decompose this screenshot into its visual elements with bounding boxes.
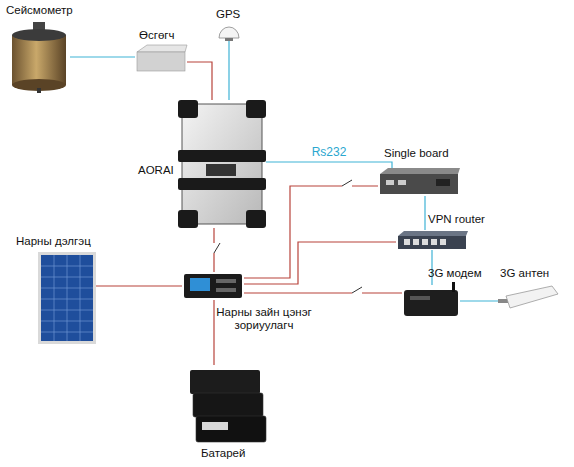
signal-label: Rs232 (312, 145, 347, 159)
digitizer-case (182, 104, 262, 224)
computer-top (380, 168, 460, 174)
port (404, 239, 410, 245)
device-node: 3G модем (402, 285, 460, 319)
seismometer-body (12, 35, 66, 85)
computer-body (380, 174, 458, 194)
wire-connector (70, 56, 135, 57)
device-label: Нарны дэлгэц (16, 235, 91, 248)
corner-bumper (246, 100, 266, 118)
device-label: Сейсмометр (6, 4, 73, 17)
controller-terminal (216, 288, 236, 292)
device-node: 3G антен (498, 286, 558, 316)
port (386, 180, 394, 185)
wire-connector (244, 242, 396, 284)
controller-body (184, 274, 242, 298)
battery-label (202, 422, 228, 430)
seismometer-foot (37, 88, 41, 93)
device-node: Single board (378, 168, 460, 196)
device-node: Нарны зайн цэнэг зориуулагч (182, 272, 244, 300)
case-latch (206, 164, 236, 176)
wire-connector (228, 41, 229, 100)
switch-symbol (214, 243, 220, 253)
panel-cells (41, 255, 93, 341)
device-label: VPN router (428, 213, 485, 226)
device-label: Батарей (201, 447, 245, 460)
device-node: Сейсмометр (8, 22, 70, 92)
amplifier-top (137, 45, 187, 52)
device-node: Батарей (185, 365, 267, 445)
device-node: VPN router (396, 230, 468, 250)
device-node: AORAI (178, 100, 266, 228)
port (413, 239, 419, 245)
wire-connector (244, 292, 402, 293)
panel-grid (41, 255, 93, 341)
antenna-bracket (498, 299, 508, 303)
case-band (178, 178, 266, 190)
gps-dome (219, 27, 239, 38)
device-label: Өсгөгч (139, 29, 174, 42)
port (436, 179, 450, 186)
device-label: Нарны зайн цэнэг зориуулагч (214, 306, 314, 332)
amplifier-body (137, 52, 185, 71)
device-label: 3G антен (500, 267, 549, 280)
battery (193, 393, 263, 417)
switch-symbol (352, 287, 362, 293)
device-node: GPS (218, 25, 240, 41)
gps-base (225, 38, 233, 41)
wire-connector (244, 186, 378, 278)
device-label: 3G модем (428, 267, 482, 280)
switch-symbol (342, 180, 352, 186)
router-body (398, 236, 466, 249)
corner-bumper (178, 210, 198, 228)
wire-connector (266, 162, 392, 168)
wire-connector (96, 285, 182, 286)
device-label: Single board (384, 147, 449, 160)
antenna-panel (506, 286, 558, 308)
seismometer-lid (12, 29, 66, 41)
modem-antenna (452, 282, 455, 292)
port (422, 239, 428, 245)
controller-display (190, 278, 210, 291)
modem-body (404, 290, 458, 316)
switch-gap (352, 290, 362, 296)
wire-connector (187, 62, 212, 100)
controller-terminal (216, 279, 236, 283)
wire-connector (424, 196, 425, 230)
switch-gap (342, 183, 352, 189)
device-node: Нарны дэлгэц (38, 252, 96, 344)
router-top (398, 231, 468, 236)
case-band (178, 150, 266, 162)
wire-connector (213, 300, 214, 365)
wire-connector (460, 300, 498, 301)
port (431, 239, 437, 245)
device-label: GPS (216, 8, 240, 21)
modem-label (410, 296, 430, 300)
switch-gap (211, 243, 217, 253)
battery (196, 416, 266, 442)
panel-frame (38, 252, 96, 344)
corner-bumper (178, 100, 198, 118)
port (440, 239, 446, 245)
corner-bumper (246, 210, 266, 228)
battery (190, 370, 260, 394)
port (398, 180, 406, 185)
device-label: AORAI (138, 164, 174, 177)
device-node: Өсгөгч (135, 45, 187, 73)
